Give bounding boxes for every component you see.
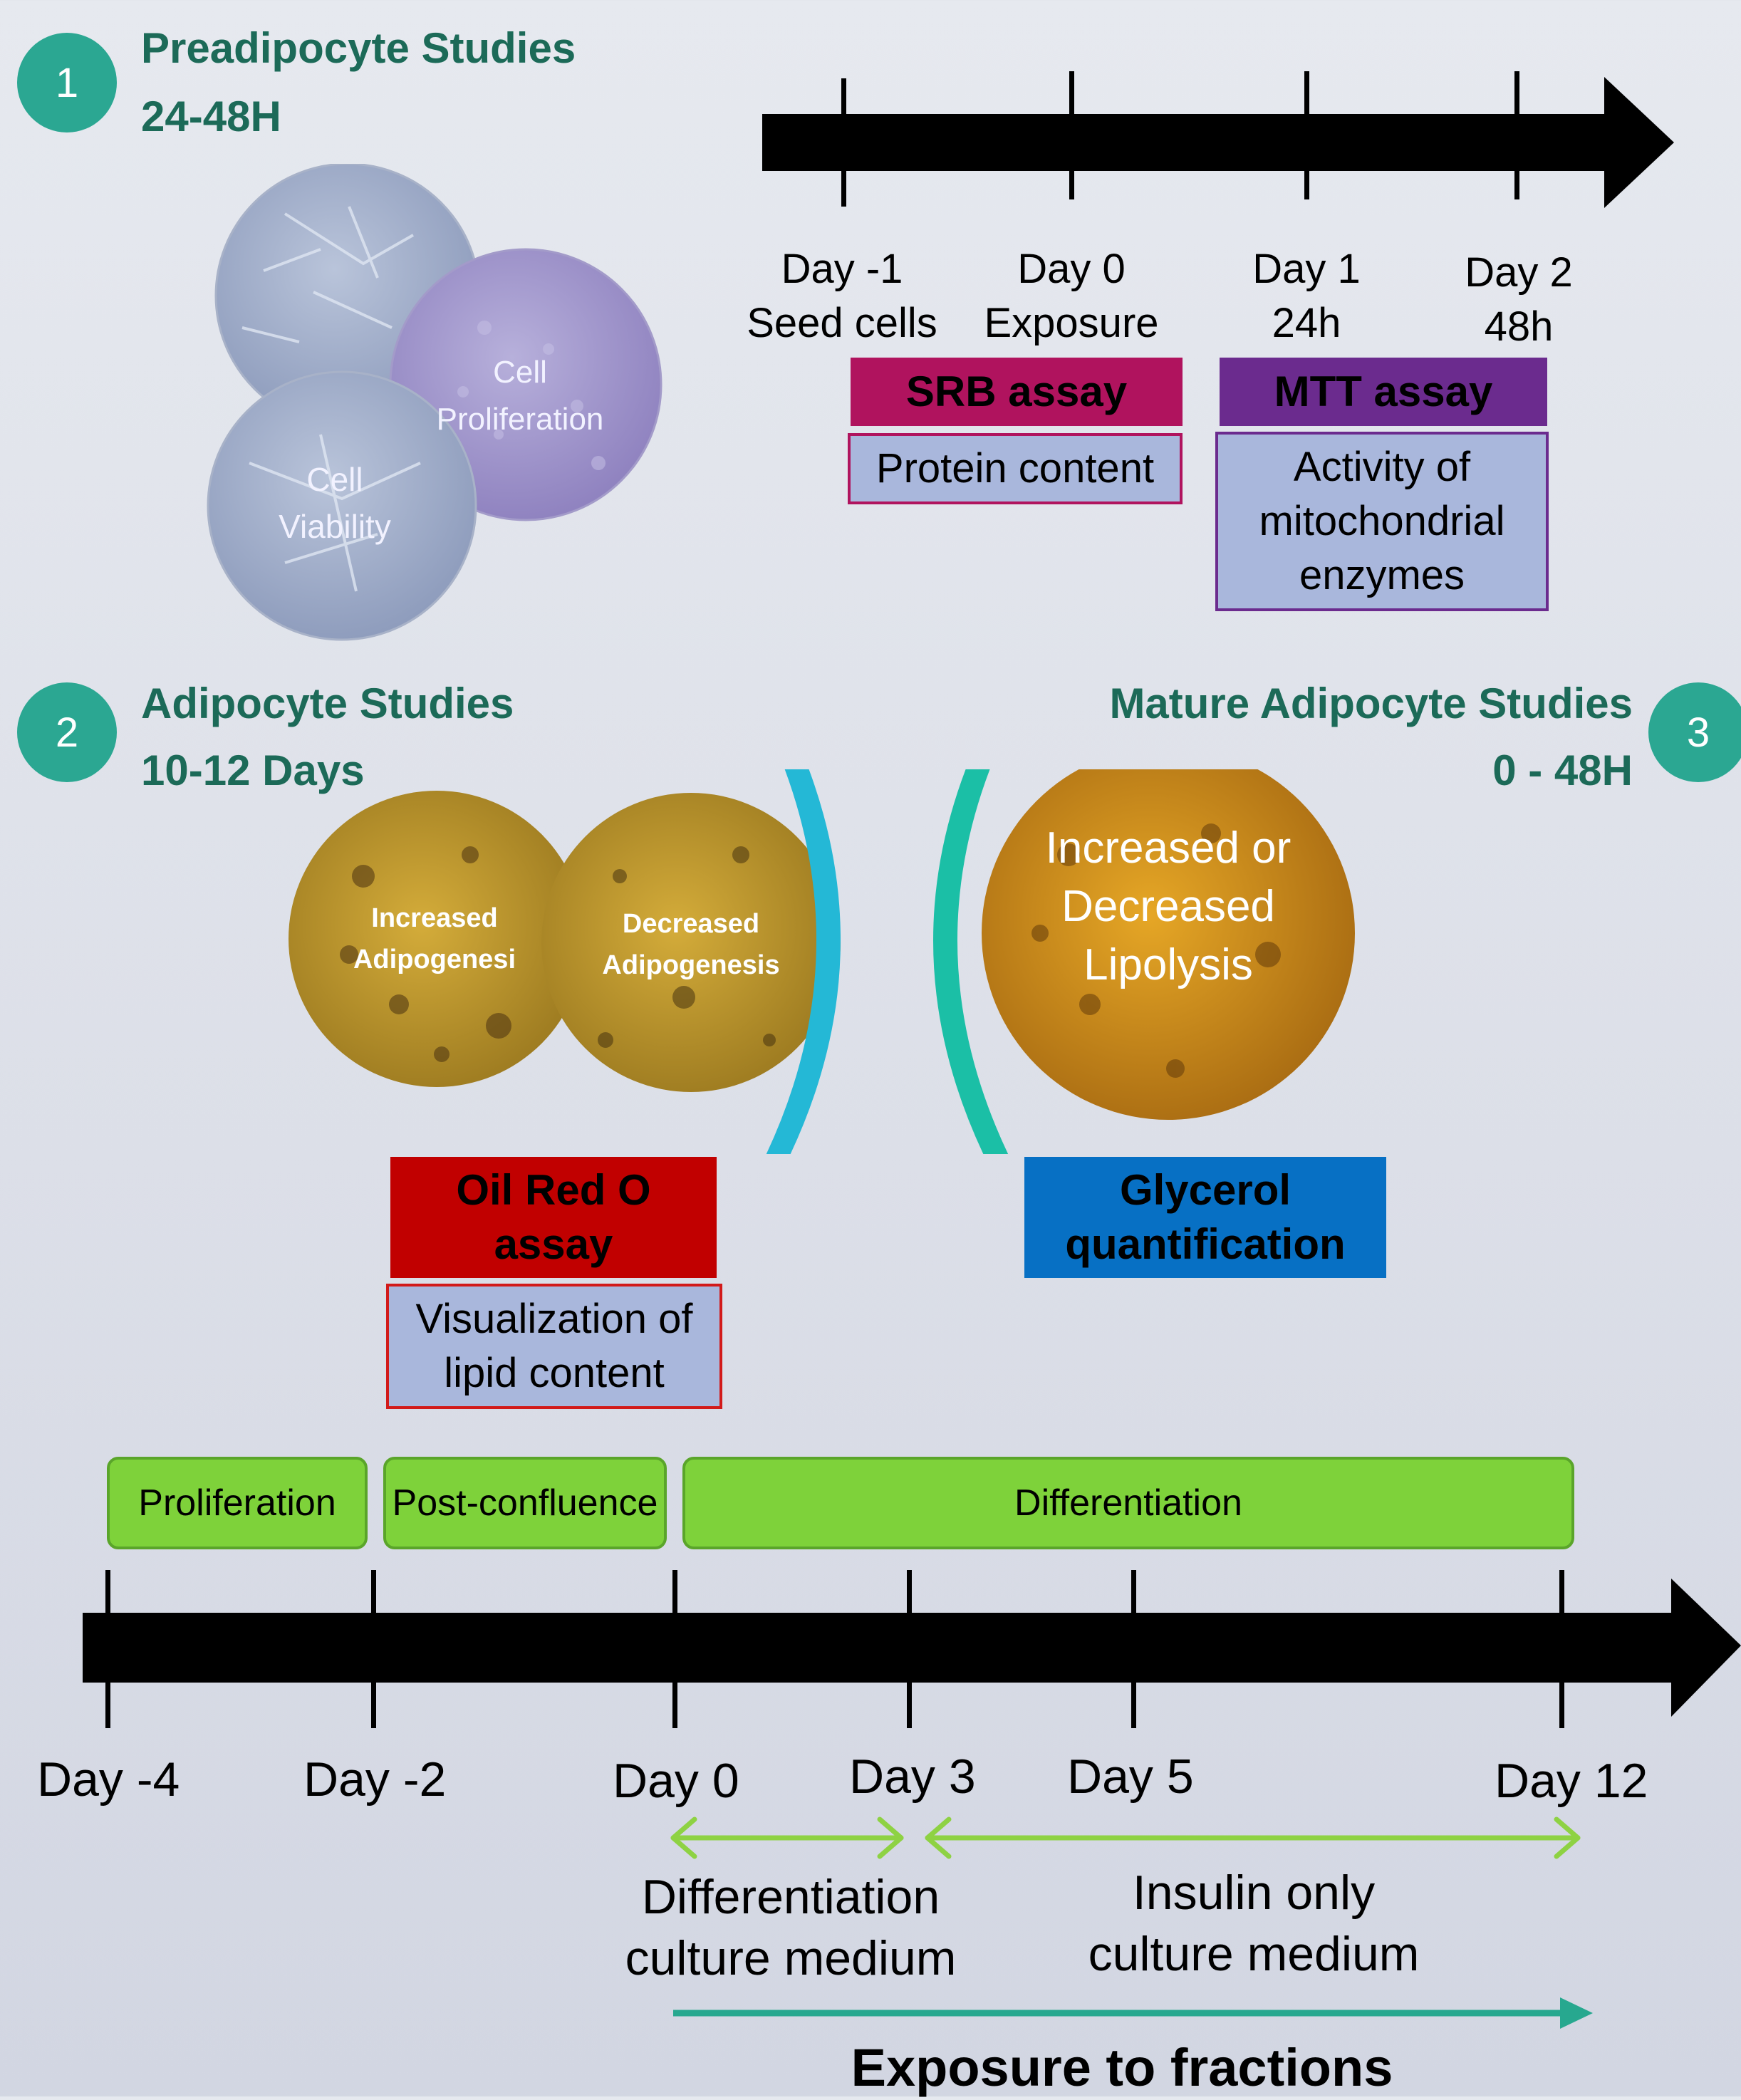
- cell-proliferation-label: Cell Proliferation: [436, 355, 604, 437]
- mtt-assay-description: Activity of mitochondrial enzymes: [1215, 432, 1549, 611]
- section-1-subtitle: 24-48H: [141, 93, 281, 140]
- lipolysis-label: Increased or Decreased Lipolysis: [1045, 823, 1292, 989]
- exposure-label: Exposure to fractions: [851, 2038, 1393, 2097]
- timeline-2-arrow: [83, 1570, 1741, 1728]
- teal-bracket: [933, 769, 1009, 1154]
- timeline-1-tick: [841, 78, 846, 207]
- timeline-2-tick: [371, 1570, 376, 1728]
- timeline-1-day-label: Day 1: [1252, 246, 1361, 292]
- timeline-1-day-label: Day 0: [1017, 246, 1126, 292]
- timeline-2-day-label: Day 12: [1495, 1754, 1648, 1808]
- phase-proliferation: Proliferation: [107, 1457, 368, 1549]
- section-2-badge: 2: [17, 682, 117, 782]
- oil-red-o-description: Visualization of lipid content: [386, 1284, 722, 1409]
- micrograph-decreased: [541, 793, 841, 1092]
- timeline-1-arrow: [762, 71, 1674, 208]
- media-arrows: [670, 1816, 1581, 1859]
- cyan-bracket: [766, 769, 841, 1154]
- timeline-2-tick: [907, 1570, 912, 1728]
- exposure-arrow: [673, 1997, 1593, 2029]
- micrograph-viability: [207, 370, 477, 641]
- timeline-2-day-label: Day 0: [613, 1754, 739, 1808]
- timeline-1-note-label: 24h: [1272, 300, 1341, 346]
- cell-viability-label: Cell Viability: [279, 461, 391, 545]
- oil-red-o-header: Oil Red O assay: [390, 1157, 717, 1278]
- timeline-1-note-label: Exposure: [984, 300, 1159, 346]
- timeline-2-tick: [672, 1570, 677, 1728]
- timeline-2-tick: [1131, 1570, 1136, 1728]
- section-1-badge: 1: [17, 33, 117, 132]
- timeline-1-body: [762, 77, 1674, 208]
- timeline-2-day-label: Day -2: [303, 1752, 447, 1807]
- section-3-subtitle: 0 - 48H: [1492, 747, 1633, 794]
- preadipocyte-micrographs: [207, 164, 662, 641]
- timeline-1-tick: [1304, 71, 1309, 199]
- section-3-title: Mature Adipocyte Studies: [1109, 680, 1633, 727]
- srb-assay-header: SRB assay: [851, 358, 1183, 426]
- phase-post-confluence: Post-confluence: [383, 1457, 667, 1549]
- section-3-badge: 3: [1648, 682, 1741, 782]
- timeline-1-day-label: Day -1: [781, 246, 903, 292]
- adipocyte-micrographs: [289, 769, 1355, 1154]
- timeline-2-tick: [1559, 1570, 1564, 1728]
- section-1-title: Preadipocyte Studies: [141, 24, 576, 72]
- differentiation-medium-label: Differentiation culture medium: [625, 1870, 957, 1985]
- timeline-1-note-label: Seed cells: [747, 300, 937, 346]
- section-2-title: Adipocyte Studies: [141, 680, 514, 727]
- glycerol-header: Glycerol quantification: [1024, 1157, 1386, 1278]
- timeline-2-day-label: Day 5: [1067, 1750, 1194, 1804]
- insulin-medium-label: Insulin only culture medium: [1088, 1866, 1420, 1981]
- timeline-1-day-label: Day 2: [1465, 249, 1573, 296]
- section-2-subtitle: 10-12 Days: [141, 747, 365, 794]
- timeline-2-tick: [105, 1570, 110, 1728]
- timeline-1-tick: [1069, 71, 1074, 199]
- srb-assay-description: Protein content: [848, 433, 1183, 504]
- timeline-1-tick: [1514, 71, 1519, 199]
- mtt-assay-header: MTT assay: [1220, 358, 1547, 426]
- phase-differentiation: Differentiation: [682, 1457, 1574, 1549]
- timeline-2-day-label: Day -4: [37, 1752, 180, 1807]
- timeline-1-note-label: 48h: [1484, 303, 1554, 350]
- increased-adipogenesis-label: Increased Adipogenesi: [353, 903, 516, 974]
- timeline-2-day-label: Day 3: [849, 1750, 976, 1804]
- micrograph-increased: [289, 791, 585, 1087]
- decreased-adipogenesis-label: Decreased Adipogenesis: [602, 909, 780, 980]
